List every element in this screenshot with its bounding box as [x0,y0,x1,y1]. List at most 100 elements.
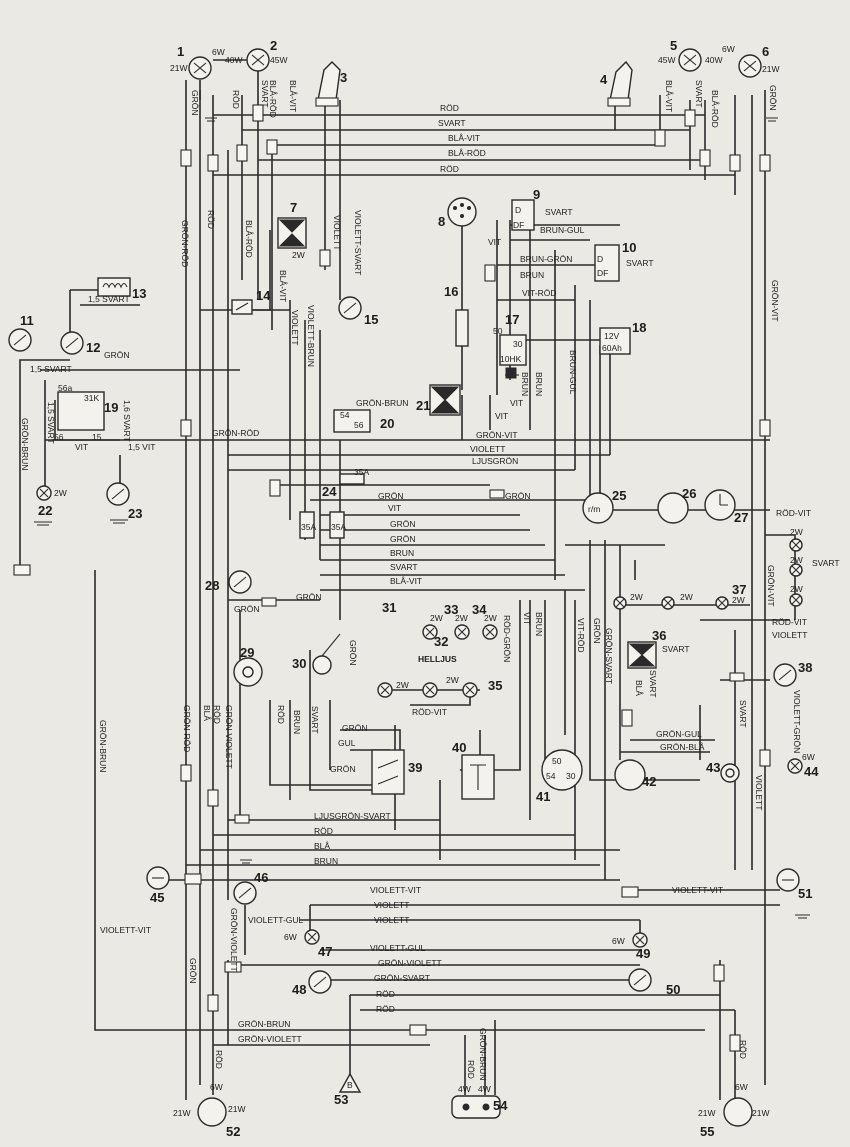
wire-label: GRÖN-VIOLETT [224,705,234,769]
component-18-voltage: 12V [604,331,619,341]
wire-label: BLÅ-VIT [278,270,288,302]
component-25-label: r/m [588,504,600,514]
wire-label: GRÖN-BRUN [478,1028,488,1080]
wire-label: BLÅ-VIT [448,133,480,143]
component-10-number: 10 [622,240,636,255]
component-47-rating: 6W [284,932,297,942]
component-5-rating-a: 45W [658,55,675,65]
component-9-terminal-df: DF [513,220,524,230]
component-33: 33 2W [444,602,470,640]
component-8: 8 [438,197,477,229]
wire-label: BLÅ-RÖD [268,80,278,118]
wire-label: VIOLETT [374,915,409,925]
right-lamp-rating-b: 2W [790,555,803,565]
wire-label: GRÖN [234,604,260,614]
wire-label: VIT [510,398,523,408]
component-41: 41 50 54 30 [536,749,583,804]
component-5-number: 5 [670,38,677,53]
component-29-number: 29 [240,645,254,660]
wire-label: GRÖN-VIT [476,430,518,440]
wire-label: RÖD [231,90,241,109]
wire-label: GRÖN [378,491,404,501]
wire-label: GRÖN-SVART [604,628,614,684]
wire-label: BLÅ [202,705,212,721]
component-26: 26 [657,486,696,524]
component-35: HELLJUS 35 2W 2W [377,654,502,698]
component-17-terminal-50: 50 [493,326,503,336]
component-17: 17 50 30 10HK [493,312,527,379]
right-side-lamps: 2W 2W 2W [789,527,803,607]
wire-label: VIOLETT-SVART [353,210,363,275]
component-6: 6 6W 21W [722,44,779,78]
component-9-number: 9 [533,187,540,202]
wire-lines [19,59,796,1100]
component-37-rating-a: 2W [630,592,643,602]
wire-label: RÖD [212,705,222,724]
component-7-number: 7 [290,200,297,215]
component-16: 16 [444,284,469,347]
wire-label: VIOLETT-GUL [370,943,426,953]
component-39-number: 39 [408,760,422,775]
component-44-number: 44 [804,764,819,779]
component-38: 38 [773,660,812,687]
component-28: 28 [205,570,252,594]
component-48: 48 [292,970,332,997]
component-48-number: 48 [292,982,306,997]
component-53: B 53 [334,1072,362,1107]
wire-label: RÖD-VIT [772,617,807,627]
wire-label: GRÖN-BRUN [238,1019,290,1029]
component-14-number: 14 [256,288,271,303]
wire-label: LJUSGRÖN-SVART [314,811,391,821]
component-46-number: 46 [254,870,268,885]
wire-label: BRUN [390,548,414,558]
component-52-rating-c: 21W [228,1104,245,1114]
component-23: 23 [106,482,142,521]
wire-label: BRUN-GUL [568,350,578,395]
component-24-fuse-b: 35A [331,522,346,532]
component-55-rating-a: 6W [735,1082,748,1092]
wire-label: GRÖN-SVART [374,973,430,983]
component-37-rating-b: 2W [680,592,693,602]
wire-label: 1,6 SVART [122,400,132,442]
component-19: 19 56a 31K 56 15 [54,383,118,442]
right-lamp-rating-a: 2W [790,527,803,537]
wire-label: SVART [310,706,320,734]
component-44-rating: 6W [802,752,815,762]
component-13: 13 [97,277,146,301]
component-12: 12 [60,331,100,355]
wire-label: VIOLETT [470,444,505,454]
component-52-rating-b: 21W [173,1108,190,1118]
wire-label: RÖD [440,103,459,113]
wire-label: BLÅ-VIT [288,80,298,112]
component-7-rating: 2W [292,250,305,260]
component-41-terminal-30: 30 [566,771,576,781]
wire-label: BRUN [520,372,530,396]
wire-label: VIOLETT-GUL [248,915,304,925]
wire-label: GRÖN-VIOLETT [238,1034,302,1044]
wire-label: BRUN-GUL [540,225,585,235]
wire-label: BLÅ-RÖD [244,220,254,258]
wire-label: 1,5 SVART [30,364,72,374]
wire-label: GRÖN-BRUN [356,398,408,408]
wire-label: SVART [694,80,704,108]
wire-label: VIOLETT-VIT [100,925,151,935]
wire-label: GRÖN [188,958,198,984]
component-1-number: 1 [177,44,184,59]
component-42: 42 [614,759,656,791]
component-31-number: 31 [382,600,396,615]
component-45: 45 [146,866,170,905]
wire-label: BLÅ-RÖD [448,148,486,158]
component-50-number: 50 [666,982,680,997]
component-23-number: 23 [128,506,142,521]
component-25-tachometer: 25 r/m [582,488,626,524]
wire-label: VIT [495,411,508,421]
component-11: 11 [8,313,34,352]
wire-label: RÖD [376,1004,395,1014]
wire-label: BLÅ-RÖD [710,90,720,128]
component-55-rating-b: 21W [698,1108,715,1118]
component-30: 30 [292,633,341,675]
wire-label: RÖD-VIT [412,707,447,717]
wire-label: RÖD-VIT [776,508,811,518]
wire-label: GRÖN [592,618,602,644]
